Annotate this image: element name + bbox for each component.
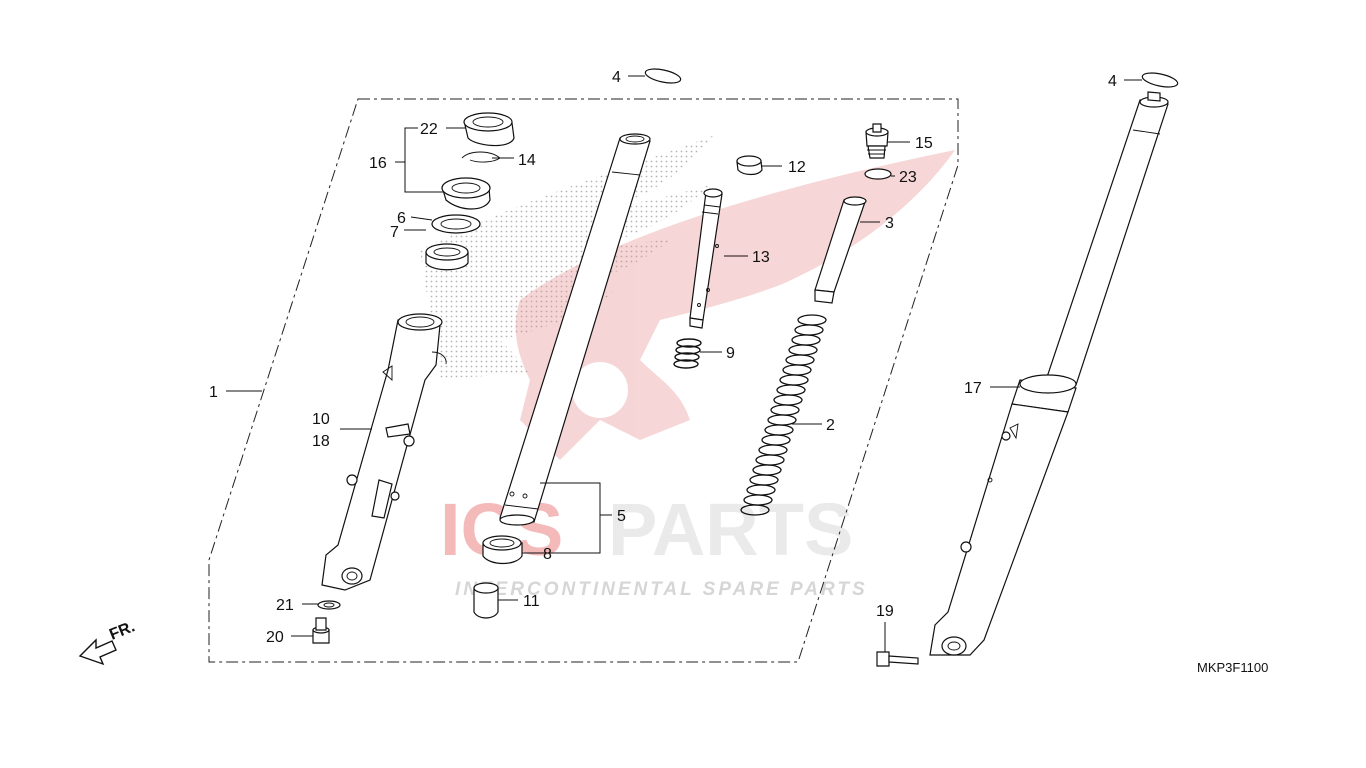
flange-bolt-part [876,651,919,667]
callout-21: 21 [276,597,294,614]
rebound-spring-part [673,338,702,369]
dust-seal-part [463,112,515,147]
washer-part [431,214,481,234]
fork-slider-left-part [321,313,447,591]
fork-bolt-part [865,123,889,159]
watermark-tagline: INTERCONTINENTAL SPARE PARTS [455,579,868,600]
callout-2: 2 [826,417,835,434]
o-ring-small-part [864,168,892,180]
o-ring-part [644,68,682,84]
spacer-pipe-part [814,196,867,304]
oil-seal-part [441,177,491,210]
diagram-code: MKP3F1100 [1197,660,1268,675]
callout-20: 20 [266,629,284,646]
leader-lines [226,75,1142,652]
callout-7: 7 [390,224,399,241]
fork-spring-part [740,314,827,516]
callout-18: 18 [312,433,330,450]
collar-part [736,155,763,176]
fork-assembly-right-part [929,91,1169,656]
callout-9: 9 [726,345,735,362]
callout-12: 12 [788,159,806,176]
socket-bolt-part [312,617,330,644]
callout-15: 15 [915,135,933,152]
callout-16: 16 [369,155,387,172]
callout-23: 23 [899,169,917,186]
callout-1: 1 [209,384,218,401]
front-direction-arrow-icon: FR. [78,618,137,666]
callout-10: 10 [312,411,330,428]
callout-6: 6 [397,210,406,227]
callout-8: 8 [543,546,552,563]
damper-rod-part [689,188,723,329]
watermark-brand: ICS PARTS INTERCONTINENTAL SPARE PARTS [440,488,868,600]
callout-13: 13 [752,249,770,266]
callout-22: 22 [420,121,438,138]
clip-part [461,151,501,163]
oil-lock-piece-part [473,582,499,619]
watermark-suffix: PARTS [608,488,853,571]
callout-labels: 4 4 22 16 14 6 7 1 10 18 21 20 5 8 11 12… [209,69,1117,646]
callout-17: 17 [964,380,982,397]
callout-11: 11 [523,593,540,610]
assembly-outline [208,98,959,663]
watermark-wing [420,135,715,378]
callout-3: 3 [885,215,894,232]
o-ring-part [1141,72,1179,88]
bushing-part [425,243,469,271]
callout-4b: 4 [1108,73,1117,90]
fork-inner-tube-part [499,133,651,526]
slide-bushing-part [482,535,523,565]
callout-5: 5 [617,508,626,525]
callout-14: 14 [518,152,536,169]
sealing-washer-part [317,600,341,610]
callout-19: 19 [876,603,894,620]
callout-4a: 4 [612,69,621,86]
direction-label: FR. [107,618,137,643]
